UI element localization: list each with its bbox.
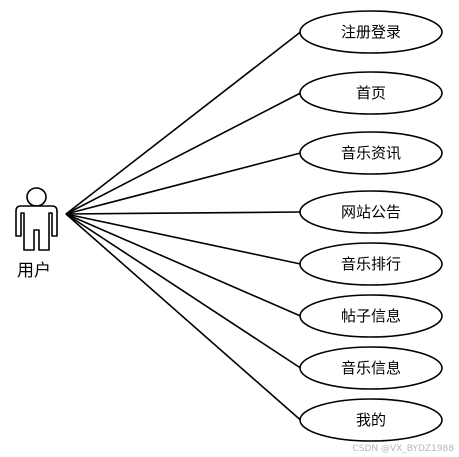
association-line-site-notice xyxy=(65,211,301,215)
use-case-ellipse xyxy=(299,242,443,286)
use-case-ellipse xyxy=(299,346,443,390)
use-case-label: 我的 xyxy=(356,411,386,429)
use-case-register-login: 注册登录 xyxy=(299,10,443,54)
use-case-ellipse xyxy=(299,10,443,54)
actor-head xyxy=(26,187,47,207)
use-case-ellipse xyxy=(299,71,443,115)
watermark: CSDN @VX_BYDZ1988 xyxy=(352,444,454,454)
use-case-site-notice: 网站公告 xyxy=(299,190,443,234)
use-case-ellipse xyxy=(299,131,443,175)
association-line-music-ranking xyxy=(65,213,301,265)
use-case-music-news: 音乐资讯 xyxy=(299,131,443,175)
use-case-label: 网站公告 xyxy=(341,203,401,221)
use-case-mine: 我的 xyxy=(299,398,443,442)
association-line-register-login xyxy=(65,31,301,215)
actor-label: 用户 xyxy=(17,261,51,281)
use-case-ellipse xyxy=(299,190,443,234)
use-case-label: 首页 xyxy=(356,84,386,102)
use-case-home: 首页 xyxy=(299,71,443,115)
use-case-music-info: 音乐信息 xyxy=(299,346,443,390)
association-line-posts xyxy=(65,213,301,317)
association-lines xyxy=(65,31,302,421)
use-case-label: 音乐排行 xyxy=(341,255,401,273)
actor-body xyxy=(15,205,58,251)
use-case-label: 帖子信息 xyxy=(341,307,401,325)
use-case-label: 音乐信息 xyxy=(341,359,401,377)
association-line-music-info xyxy=(65,213,301,369)
use-case-label: 注册登录 xyxy=(341,23,401,41)
use-case-ellipse xyxy=(299,294,443,338)
use-case-label: 音乐资讯 xyxy=(341,144,401,162)
stick-figure-actor-icon xyxy=(15,187,58,251)
use-case-music-ranking: 音乐排行 xyxy=(299,242,443,286)
association-line-home xyxy=(65,92,301,215)
association-line-mine xyxy=(65,213,302,421)
actor-user: 用户 xyxy=(15,187,58,281)
use-case-ellipse xyxy=(299,398,443,442)
use-case-posts: 帖子信息 xyxy=(299,294,443,338)
association-line-music-news xyxy=(65,152,301,215)
